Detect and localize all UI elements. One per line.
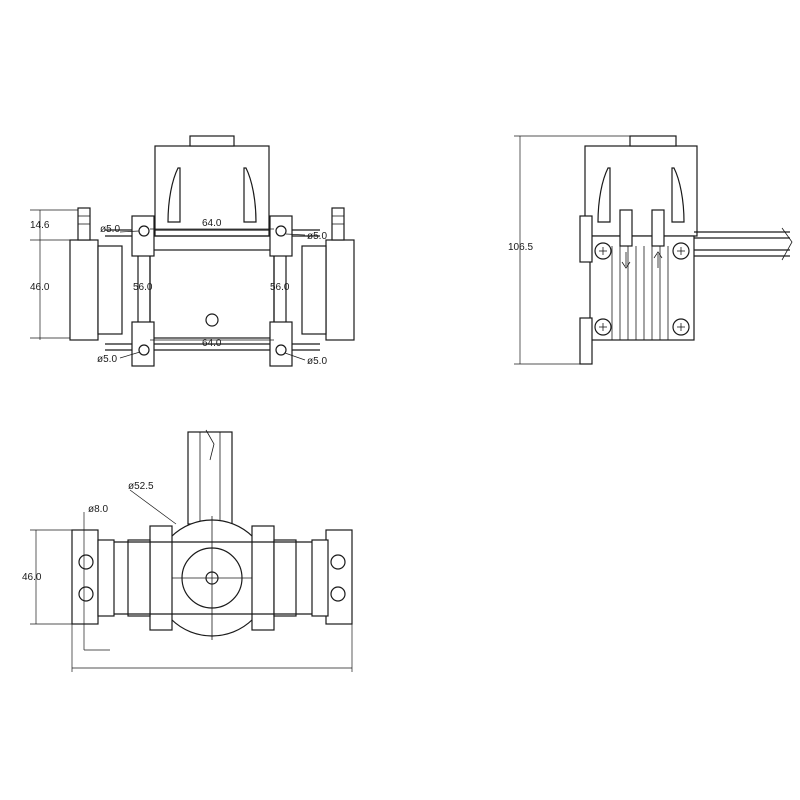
bottom-end-plate-right	[311, 539, 329, 617]
bottom-end-plate-left	[97, 539, 115, 617]
hole-label-bottom-right: ø5.0	[307, 356, 327, 367]
arrow-down-icon	[621, 252, 631, 269]
motor-housing	[154, 145, 270, 237]
bottom-view: ø52.5 ø8.0 46.0	[22, 429, 353, 672]
screw-icon	[594, 242, 612, 260]
dim-port-diameter: ø8.0	[88, 504, 108, 515]
front-view: 64.0 64.0 56.0 56.0 14.6 46.0 ø5.0 ø5.0 …	[30, 135, 355, 367]
dim-top-width: 64.0	[202, 218, 222, 229]
bottom-clamp-left	[127, 539, 151, 617]
dim-bottom-width: 64.0	[202, 338, 222, 349]
center-hole	[205, 313, 219, 327]
side-flange-bottom	[579, 317, 593, 365]
bolt-hole-top-left	[138, 225, 150, 237]
port-right-top	[330, 554, 346, 570]
bottom-clamp-right	[273, 539, 297, 617]
bolt-hole-top-right	[275, 225, 287, 237]
hole-label-top-right: ø5.0	[307, 231, 327, 242]
side-flange-top	[579, 215, 593, 263]
dim-nozzle-height: 14.6	[30, 220, 50, 231]
bolt-hole-bottom-left	[138, 344, 150, 356]
dim-bottom-body-height: 46.0	[22, 572, 42, 583]
side-view: 106.5	[508, 135, 793, 365]
bottom-cable-housing	[187, 431, 233, 525]
dim-motor-diameter: ø52.5	[128, 481, 154, 492]
motor-cap	[189, 135, 235, 147]
arrow-up-icon	[653, 251, 663, 268]
bolt-hole-bottom-right	[275, 344, 287, 356]
housing-fin-left	[167, 167, 181, 223]
port-left-top	[78, 554, 94, 570]
clamp-bottom-right	[269, 321, 293, 367]
dim-inner-height-right: 56.0	[270, 282, 290, 293]
screw-icon	[672, 242, 690, 260]
side-nozzle-right	[651, 209, 665, 247]
end-head-left	[69, 239, 99, 341]
bottom-end-head-left	[71, 529, 99, 625]
bottom-end-head-right	[325, 529, 353, 625]
pump-body	[149, 249, 275, 339]
side-motor-cap	[629, 135, 677, 147]
hole-label-top-left: ø5.0	[100, 224, 120, 235]
end-plate-left	[97, 245, 123, 335]
screw-icon	[672, 318, 690, 336]
hole-label-bottom-left: ø5.0	[97, 354, 117, 365]
side-nozzle-left	[619, 209, 633, 247]
port-right-bottom	[330, 586, 346, 602]
port-left-bottom	[78, 586, 94, 602]
clamp-bottom-left	[131, 321, 155, 367]
side-cable	[694, 231, 790, 257]
dim-total-height: 106.5	[508, 242, 533, 253]
dim-body-height: 46.0	[30, 282, 50, 293]
side-fin-left	[597, 167, 611, 223]
housing-fin-right	[243, 167, 257, 223]
end-head-right	[325, 239, 355, 341]
screw-icon	[594, 318, 612, 336]
dim-inner-height-left: 56.0	[133, 282, 153, 293]
side-fin-right	[671, 167, 685, 223]
end-plate-right	[301, 245, 327, 335]
